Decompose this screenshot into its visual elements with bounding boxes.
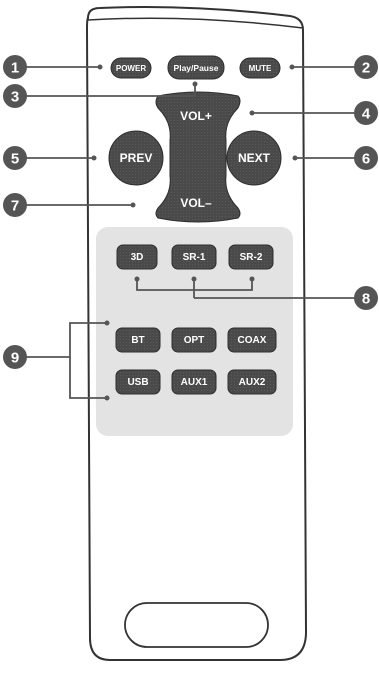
3d-button[interactable]: 3D: [116, 244, 158, 270]
callout-5-number: 5: [11, 151, 19, 168]
sr2-button[interactable]: SR-2: [228, 244, 274, 270]
volume-cluster: [155, 91, 241, 223]
aux1-button[interactable]: AUX1: [171, 369, 217, 395]
next-button-label: NEXT: [238, 151, 271, 165]
leader-lines: [26, 64, 357, 401]
coax-button[interactable]: COAX: [227, 327, 277, 353]
callout-6: 6: [354, 146, 378, 170]
callout-3: 3: [3, 84, 27, 108]
opt-button[interactable]: OPT: [171, 327, 217, 353]
vol-down-button[interactable]: VOL–: [180, 196, 212, 210]
aux2-button-label: AUX2: [239, 377, 266, 388]
coax-button-label: COAX: [238, 335, 267, 346]
3d-button-label: 3D: [131, 252, 144, 263]
callout-1: 1: [3, 55, 27, 79]
next-button[interactable]: NEXT: [226, 130, 282, 186]
aux2-button[interactable]: AUX2: [227, 369, 277, 395]
vol-up-button[interactable]: VOL+: [180, 109, 212, 123]
callout-1-number: 1: [11, 60, 19, 77]
callout-9-number: 9: [11, 350, 19, 367]
play-pause-button[interactable]: Play/Pause: [167, 55, 225, 80]
bt-button[interactable]: BT: [115, 327, 161, 353]
callout-8-number: 8: [362, 291, 370, 308]
bt-button-label: BT: [131, 335, 144, 346]
callout-4-number: 4: [362, 106, 371, 123]
usb-button[interactable]: USB: [115, 369, 161, 395]
aux1-button-label: AUX1: [181, 377, 208, 388]
power-button[interactable]: POWER: [110, 57, 152, 79]
prev-button[interactable]: PREV: [108, 130, 164, 186]
callout-2: 2: [354, 55, 378, 79]
opt-button-label: OPT: [184, 335, 205, 346]
callout-2-number: 2: [362, 60, 370, 77]
callout-7-number: 7: [11, 198, 19, 215]
mute-button-label: MUTE: [249, 64, 272, 73]
power-button-label: POWER: [116, 64, 146, 73]
remote-top-curve: [87, 17, 304, 29]
sr1-button-label: SR-1: [183, 252, 206, 263]
play-pause-button-label: Play/Pause: [174, 63, 219, 73]
callout-3-number: 3: [11, 89, 19, 106]
battery-slot: [124, 602, 269, 648]
callout-4: 4: [354, 101, 378, 125]
callout-8: 8: [354, 286, 378, 310]
callout-5: 5: [3, 146, 27, 170]
prev-button-label: PREV: [120, 151, 153, 165]
vol-down-label: VOL–: [180, 196, 212, 210]
mute-button[interactable]: MUTE: [239, 57, 281, 79]
usb-button-label: USB: [127, 377, 148, 388]
callout-7: 7: [3, 193, 27, 217]
vol-up-label: VOL+: [180, 109, 212, 123]
sr2-button-label: SR-2: [240, 252, 263, 263]
sr1-button[interactable]: SR-1: [171, 244, 217, 270]
callout-6-number: 6: [362, 151, 370, 168]
callout-9: 9: [3, 345, 27, 369]
